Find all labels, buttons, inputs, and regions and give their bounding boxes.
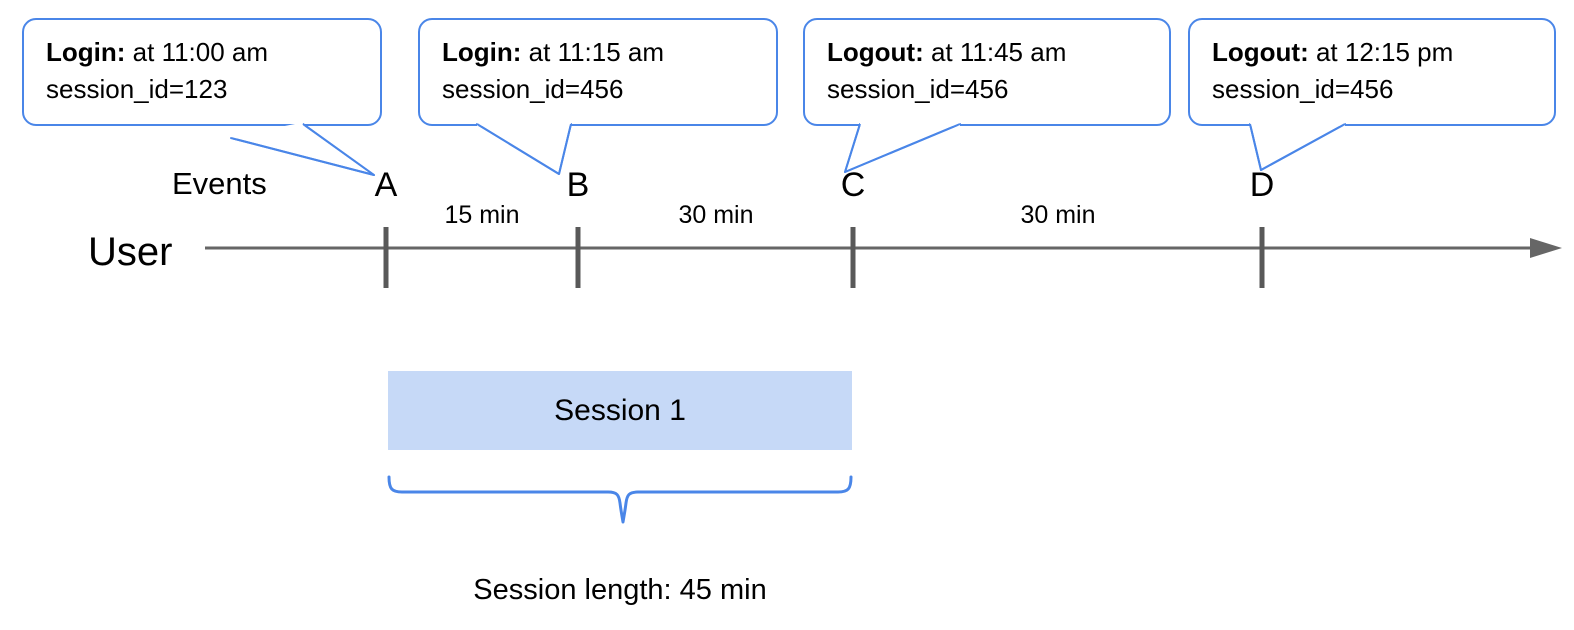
callout-b-event-label: Login: xyxy=(442,37,522,67)
session-brace xyxy=(387,475,853,524)
session-length-label: Session length: 45 min xyxy=(473,574,767,606)
callout-d-event-label: Logout: xyxy=(1212,37,1309,67)
callout-a-detail: at 11:00 am xyxy=(132,37,269,67)
callout-logout-c: Logout: at 11:45 am session_id=456 xyxy=(803,18,1171,126)
interval-label-a-b: 15 min xyxy=(444,201,520,229)
callout-c-detail: at 11:45 am xyxy=(930,37,1067,67)
interval-label-b-c: 30 min xyxy=(678,201,754,229)
callout-a-line1: Login: at 11:00 am xyxy=(46,34,362,71)
marker-label-a: A xyxy=(374,166,398,204)
callout-b-session-id: session_id=456 xyxy=(442,73,624,104)
callout-a-session-id: session_id=123 xyxy=(46,73,228,104)
callout-b-detail: at 11:15 am xyxy=(528,37,665,67)
callout-b-line1: Login: at 11:15 am xyxy=(442,34,758,71)
callout-logout-d: Logout: at 12:15 pm session_id=456 xyxy=(1188,18,1556,126)
axis-arrow-icon xyxy=(1530,238,1562,258)
user-row-label: User xyxy=(88,230,173,274)
callout-a-event-label: Login: xyxy=(46,37,126,67)
callout-d-detail: at 12:15 pm xyxy=(1315,37,1454,67)
marker-label-b: B xyxy=(566,166,590,204)
callout-login-a: Login: at 11:00 am session_id=123 xyxy=(22,18,382,126)
callout-c-session-id: session_id=456 xyxy=(827,73,1009,104)
callout-c-line1: Logout: at 11:45 am xyxy=(827,34,1151,71)
callout-c-event-label: Logout: xyxy=(827,37,924,67)
marker-label-d: D xyxy=(1249,166,1275,204)
marker-label-c: C xyxy=(840,166,866,204)
events-row-label: Events xyxy=(172,166,267,201)
session-bar: Session 1 xyxy=(388,371,852,450)
interval-label-c-d: 30 min xyxy=(1020,201,1096,229)
callout-login-b: Login: at 11:15 am session_id=456 xyxy=(418,18,778,126)
callout-d-session-id: session_id=456 xyxy=(1212,73,1394,104)
session-bar-label: Session 1 xyxy=(554,393,686,427)
callout-d-line1: Logout: at 12:15 pm xyxy=(1212,34,1536,71)
